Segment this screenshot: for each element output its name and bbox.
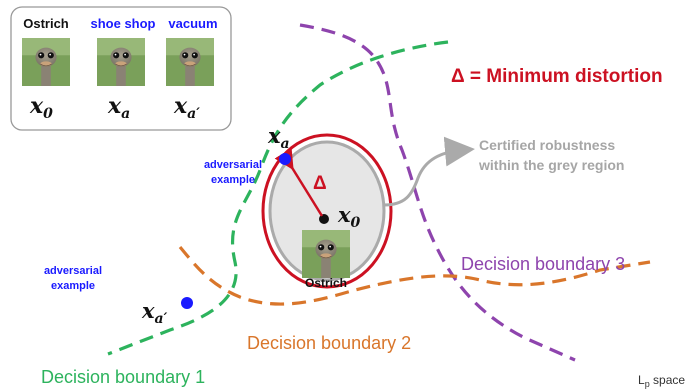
- certified-robustness-line2: within the grey region: [478, 157, 624, 173]
- example-clean: Ostrich x0: [22, 16, 70, 122]
- lp-space-label: Lp space: [638, 373, 685, 389]
- delta-label: Δ: [313, 173, 327, 194]
- minimum-distortion-circle: [261, 133, 393, 289]
- decision-boundary-1-label: Decision boundary 1: [41, 367, 205, 387]
- example-clean-label: Ostrich: [23, 16, 69, 31]
- ostrich-image: [22, 38, 70, 86]
- decision-boundary-3-curve: [299, 23, 576, 362]
- decision-boundary-2-label: Decision boundary 2: [247, 333, 411, 353]
- example-adversarial-a: shoe shop xa: [90, 16, 155, 122]
- x0-symbol: x0: [29, 93, 53, 122]
- adversarial-example-2-line2: example: [51, 280, 95, 292]
- certified-robustness-line1: Certified robustness: [479, 137, 615, 153]
- xa-point: [279, 153, 291, 165]
- certified-callout-arrow: [383, 136, 475, 207]
- center-ostrich-label: Ostrich: [305, 276, 347, 290]
- example-adversarial-a-prime: vacuum xa′: [166, 16, 218, 122]
- xa-prime-symbol: xa′: [173, 93, 200, 122]
- examples-panel: Ostrich x0 shoe shop xa vacuum xa′: [10, 6, 232, 131]
- adversarial-example-2-line1: adversarial: [44, 265, 102, 277]
- minimum-distortion-title: Δ = Minimum distortion: [451, 66, 663, 87]
- decision-boundary-1-curve: [107, 40, 449, 356]
- ostrich-image: [166, 38, 214, 86]
- xa-prime-point: [181, 297, 193, 309]
- example-a-prime-label: vacuum: [168, 16, 217, 31]
- center-ostrich-image: [302, 230, 350, 278]
- x0-label: x0: [337, 202, 361, 231]
- xa-prime-label: xa′: [141, 298, 168, 327]
- xa-label: xa: [267, 123, 290, 152]
- decision-boundary-3-label: Decision boundary 3: [461, 254, 625, 274]
- example-a-label: shoe shop: [90, 16, 155, 31]
- xa-symbol: xa: [107, 93, 130, 122]
- ostrich-image: [97, 38, 145, 86]
- delta-arrow: [274, 147, 324, 217]
- adversarial-example-1-line1: adversarial: [204, 159, 262, 171]
- x0-point: [319, 214, 329, 224]
- adversarial-example-1-line2: example: [211, 174, 255, 186]
- decision-boundary-2-curve: [178, 245, 651, 306]
